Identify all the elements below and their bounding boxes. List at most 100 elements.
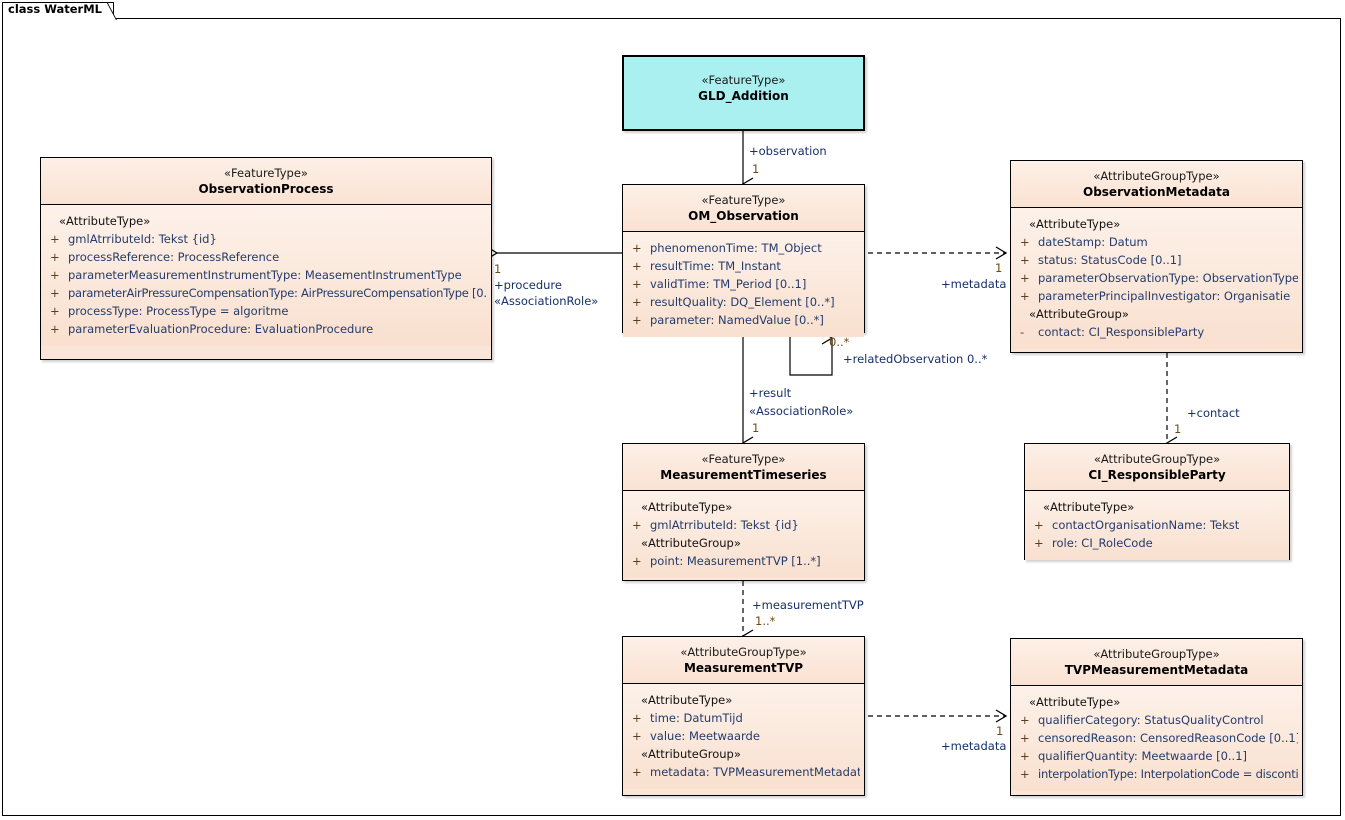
attribute-row: +phenomenonTime: TM_Object <box>627 239 860 257</box>
attribute-group-label: «AttributeGroup» <box>641 747 741 761</box>
connector-label-related-observation-mult: 0..* <box>829 335 850 349</box>
attribute-visibility: + <box>1020 289 1030 303</box>
attribute-group-label: «AttributeType» <box>1043 500 1135 514</box>
attribute-row: + validTime: TM_Period [0..1] <box>627 275 860 293</box>
class-box-observation-process[interactable]: «FeatureType» ObservationProcess «Attrib… <box>40 157 492 360</box>
attribute-group-label: «AttributeType» <box>641 500 733 514</box>
attribute-text: role: CI_RoleCode <box>1052 536 1153 550</box>
attribute-group-label: «AttributeType» <box>59 214 151 228</box>
diagram-title-tab <box>2 1 119 23</box>
attribute-row: + resultQuality: DQ_Element [0..*] <box>627 293 860 311</box>
attribute-row: + parameterObservationType: ObservationTy… <box>1015 269 1298 287</box>
class-box-measurement-tvp[interactable]: «AttributeGroupType» MeasurementTVP «Att… <box>622 636 865 796</box>
connector-label-procedure-role: +procedure <box>494 278 562 292</box>
attribute-visibility: + <box>1020 271 1030 285</box>
attribute-visibility: + <box>1020 253 1030 267</box>
attribute-visibility: + <box>632 765 642 779</box>
class-attributes-measurement-timeseries: «AttributeType» +gmlAtrributeId: Tekst {… <box>623 491 864 578</box>
attribute-text: parameterObservationType: ObservationTyp… <box>1038 271 1298 285</box>
attribute-row: +interpolationType: InterpolationCode = … <box>1015 765 1298 783</box>
connector-label-result-mult: 1 <box>752 421 760 435</box>
attribute-visibility: + <box>632 554 642 568</box>
attribute-row: +time: DatumTijd <box>627 709 860 727</box>
class-attributes-observation-process: «AttributeType» +gmlAtrributeId: Tekst {… <box>41 205 491 346</box>
attribute-text: parameter: NamedValue [0..*] <box>650 313 824 327</box>
attribute-row: +value: Meetwaarde <box>627 727 860 745</box>
class-name: CI_ResponsibleParty <box>1088 468 1226 482</box>
connector-label-metadata-bottom-mult: 1 <box>996 724 1004 738</box>
class-stereotype: «AttributeGroupType» <box>1093 647 1220 661</box>
attribute-visibility: + <box>632 277 642 291</box>
attribute-text: qualifierCategory: StatusQualityControl <box>1038 713 1264 727</box>
class-name: MeasurementTimeseries <box>660 468 827 482</box>
attribute-visibility: + <box>1020 749 1030 763</box>
attribute-text: resultQuality: DQ_Element [0..*] <box>650 295 835 309</box>
class-attributes-measurement-tvp: «AttributeType» +time: DatumTijd +value:… <box>623 684 864 789</box>
connector-label-metadata-bottom-role: +metadata <box>941 739 1007 753</box>
attribute-row: +contactOrganisationName: Tekst <box>1029 516 1285 534</box>
class-box-ci-responsibleparty[interactable]: «AttributeGroupType» CI_ResponsibleParty… <box>1024 443 1290 560</box>
attribute-visibility: + <box>632 295 642 309</box>
attribute-row: +parameterAirPressureCompensationType: A… <box>45 284 487 302</box>
attribute-row: + processReference: ProcessReference <box>45 248 487 266</box>
connector-label-result-role: +result <box>749 386 792 400</box>
attribute-group-label: «AttributeType» <box>1029 695 1121 709</box>
attribute-visibility: + <box>50 322 60 336</box>
attribute-text: time: DatumTijd <box>650 711 743 725</box>
class-box-tvp-measurement-metadata[interactable]: «AttributeGroupType» TVPMeasurementMetad… <box>1010 638 1303 796</box>
attribute-text: censoredReason: CensoredReasonCode [0..1… <box>1038 731 1298 745</box>
attribute-visibility: + <box>632 259 642 273</box>
connector-label-related-observation-role: +relatedObservation 0..* <box>843 352 988 366</box>
class-name: ObservationMetadata <box>1083 185 1230 199</box>
attribute-row: + parameterEvaluationProcedure: Evaluatio… <box>45 320 487 338</box>
attribute-row: +processType: ProcessType = algoritme <box>45 302 487 320</box>
class-name: ObservationProcess <box>198 182 334 196</box>
class-box-om-observation[interactable]: «FeatureType» OM_Observation +phenomenon… <box>622 184 865 337</box>
attribute-visibility: + <box>50 250 60 264</box>
attribute-text: validTime: TM_Period [0..1] <box>650 277 807 291</box>
class-box-observation-metadata[interactable]: «AttributeGroupType» ObservationMetadata… <box>1010 160 1303 353</box>
class-box-measurement-timeseries[interactable]: «FeatureType» MeasurementTimeseries «Att… <box>622 443 865 581</box>
class-header-ci-responsibleparty: «AttributeGroupType» CI_ResponsibleParty <box>1025 444 1289 491</box>
attribute-visibility: + <box>1020 235 1030 249</box>
diagram-frame <box>2 18 1341 816</box>
attribute-row: +gmlAtrributeId: Tekst {id} <box>627 516 860 534</box>
class-name: MeasurementTVP <box>683 661 804 675</box>
attribute-text: parameterEvaluationProcedure: Evaluation… <box>68 322 374 336</box>
class-stereotype: «AttributeGroupType» <box>1093 169 1220 183</box>
attribute-text: interpolationType: InterpolationCode = d… <box>1038 767 1298 781</box>
connector-label-observation-role: +observation <box>749 144 827 158</box>
class-stereotype: «FeatureType» <box>701 452 786 466</box>
class-header-observation-process: «FeatureType» ObservationProcess <box>41 158 491 205</box>
attribute-row: + dateStamp: Datum <box>1015 233 1298 251</box>
attribute-row: +qualifierCategory: StatusQualityControl <box>1015 711 1298 729</box>
class-header-om-observation: «FeatureType» OM_Observation <box>623 185 864 232</box>
attribute-row: +metadata: TVPMeasurementMetadata <box>627 763 860 781</box>
class-header-gld-addition: «FeatureType» GLD_Addition <box>624 57 863 111</box>
class-stereotype: «FeatureType» <box>224 166 308 180</box>
attribute-text: resultTime: TM_Instant <box>650 259 781 273</box>
attribute-text: dateStamp: Datum <box>1038 235 1148 249</box>
attribute-row: +gmlAtrributeId: Tekst {id} <box>45 230 487 248</box>
attribute-row: + point: MeasurementTVP [1..*] <box>627 552 860 570</box>
attribute-text: point: MeasurementTVP [1..*] <box>650 554 821 568</box>
attribute-row: + resultTime: TM_Instant <box>627 257 860 275</box>
attribute-text: parameterAirPressureCompensationType: Ai… <box>68 286 487 300</box>
attribute-visibility: + <box>1020 731 1030 745</box>
attribute-row: +role: CI_RoleCode <box>1029 534 1285 552</box>
attribute-group-label: «AttributeType» <box>1029 217 1121 231</box>
attribute-text: processReference: ProcessReference <box>68 250 280 264</box>
class-header-measurement-timeseries: «FeatureType» MeasurementTimeseries <box>623 444 864 491</box>
attribute-text: phenomenonTime: TM_Object <box>650 241 822 255</box>
class-attributes-tvp-measurement-metadata: «AttributeType» +qualifierCategory: Stat… <box>1011 686 1302 791</box>
diagram-title: class WaterML <box>8 2 102 16</box>
attribute-visibility: + <box>50 268 60 282</box>
attribute-visibility: + <box>1034 518 1044 532</box>
attribute-text: gmlAtrributeId: Tekst {id} <box>68 232 217 246</box>
class-attributes-om-observation: +phenomenonTime: TM_Object +resultTime: … <box>623 232 864 337</box>
connector-label-result-stereotype: «AssociationRole» <box>749 404 854 418</box>
attribute-text: parameterPrincipalInvestigator: Organisa… <box>1038 289 1291 303</box>
class-box-gld-addition[interactable]: «FeatureType» GLD_Addition <box>622 55 865 131</box>
tab-cover <box>87 20 119 23</box>
